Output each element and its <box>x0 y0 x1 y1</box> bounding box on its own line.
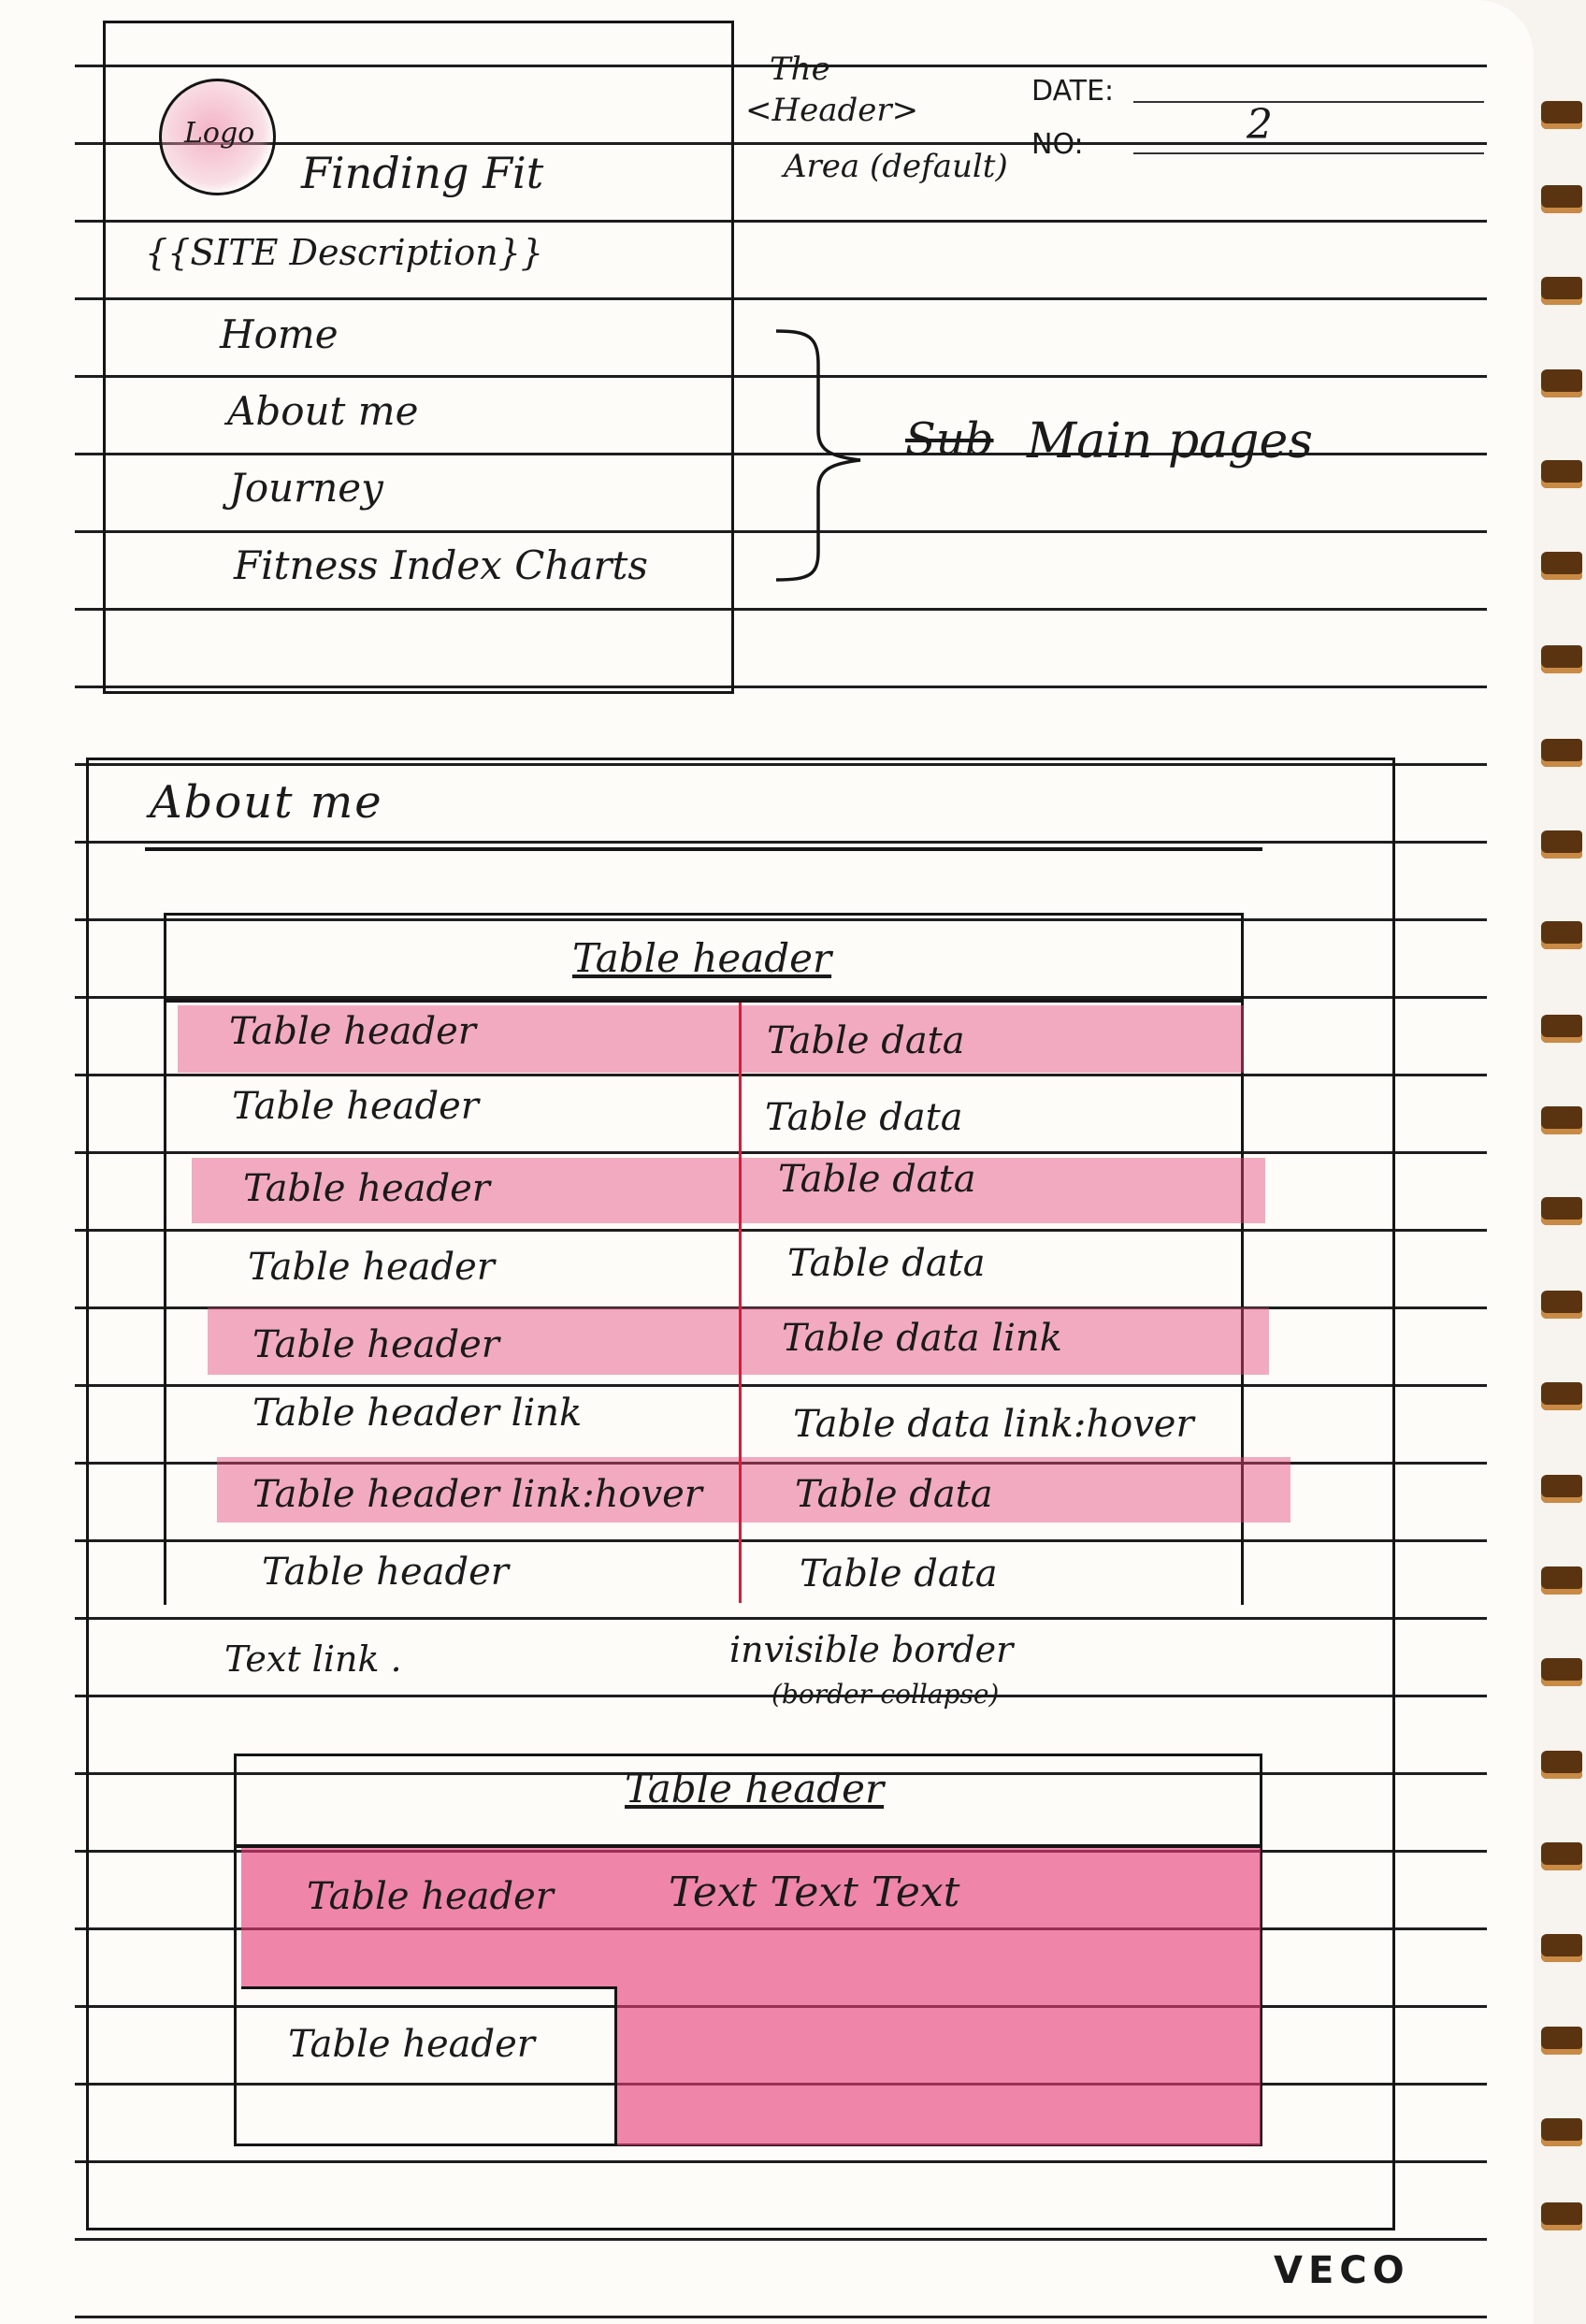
table-1-data-link-hover[interactable]: Table data link:hover <box>793 1403 1194 1446</box>
brand-logo: VECO <box>1274 2249 1410 2292</box>
page-number: 2 <box>1247 101 1273 149</box>
logo-text: Logo <box>184 117 255 150</box>
about-title-underline <box>145 847 1262 851</box>
table-1-header-cell: Table header <box>252 1323 499 1366</box>
main-pages-struck: Sub <box>905 413 994 466</box>
table-1-header-link[interactable]: Table header link <box>252 1392 583 1435</box>
logo: Logo <box>159 79 276 195</box>
table-1-row-highlight <box>178 1005 1244 1073</box>
table-2-row-highlight <box>241 1848 1261 1986</box>
table-1-header-cell: Table header <box>229 1010 476 1053</box>
header-note-line1: The <box>770 51 830 88</box>
table-2-column-divider <box>614 1986 617 2145</box>
date-label: DATE: <box>1031 75 1115 108</box>
site-name[interactable]: Finding Fit <box>301 148 544 198</box>
table-1-data-link[interactable]: Table data link <box>782 1317 1062 1360</box>
text-link[interactable]: Text link . <box>224 1638 402 1680</box>
table-1-data-cell: Table data <box>765 1096 963 1139</box>
main-pages-note: Main pages <box>1027 413 1313 469</box>
table-2-header-cell: Table header <box>307 1875 554 1918</box>
date-underline <box>1133 101 1484 103</box>
header-note-line3: Area (default) <box>784 148 1008 185</box>
table-2-caption-divider <box>234 1844 1262 1848</box>
header-note-line2: <Header> <box>745 92 919 129</box>
table-1-header-cell: Table header <box>248 1246 495 1289</box>
table-1-frame <box>164 913 1244 1605</box>
table-1-data-cell: Table data <box>767 1019 965 1062</box>
curly-brace-icon <box>775 329 861 582</box>
nav-item-journey[interactable]: Journey <box>229 465 383 511</box>
table-1-row-highlight <box>192 1158 1265 1223</box>
nav-item-about-me[interactable]: About me <box>227 388 419 434</box>
table-1-header-cell: Table header <box>232 1085 479 1128</box>
table-1-header-cell: Table header <box>243 1167 490 1210</box>
table-2-caption: Table header <box>625 1766 885 1812</box>
table-1-data-cell: Table data <box>795 1473 993 1516</box>
site-description: {{SITE Description}} <box>145 232 544 273</box>
table-1-column-divider <box>739 1003 742 1603</box>
table-1-caption: Table header <box>572 935 832 981</box>
no-label: NO: <box>1031 128 1084 161</box>
table-1-header-cell: Table header <box>262 1551 509 1594</box>
table-1-row-highlight <box>217 1457 1290 1523</box>
table-1-header-link-hover[interactable]: Table header link:hover <box>252 1473 702 1516</box>
about-title: About me <box>150 776 383 829</box>
about-page-sketch <box>86 758 1395 2230</box>
nav-item-fitness-index-charts[interactable]: Fitness Index Charts <box>234 542 648 588</box>
table-1-data-cell: Table data <box>787 1242 986 1285</box>
table-2-row-divider <box>241 1986 615 1989</box>
table-1-row-highlight <box>208 1307 1269 1375</box>
table-1-caption-divider <box>164 999 1244 1003</box>
table-1-data-cell: Table data <box>800 1552 998 1595</box>
table-2-header-cell: Table header <box>288 2023 535 2066</box>
no-underline <box>1133 152 1484 154</box>
invisible-border-note: invisible border <box>729 1629 1014 1670</box>
table-2-cell-highlight <box>617 1986 1261 2145</box>
nav-item-home[interactable]: Home <box>220 311 339 357</box>
border-collapse-note: (border-collapse) <box>771 1679 1000 1710</box>
table-2-data-cell: Text Text Text <box>669 1869 960 1916</box>
header-area-sketch <box>103 21 734 694</box>
table-1-data-cell: Table data <box>778 1158 976 1201</box>
